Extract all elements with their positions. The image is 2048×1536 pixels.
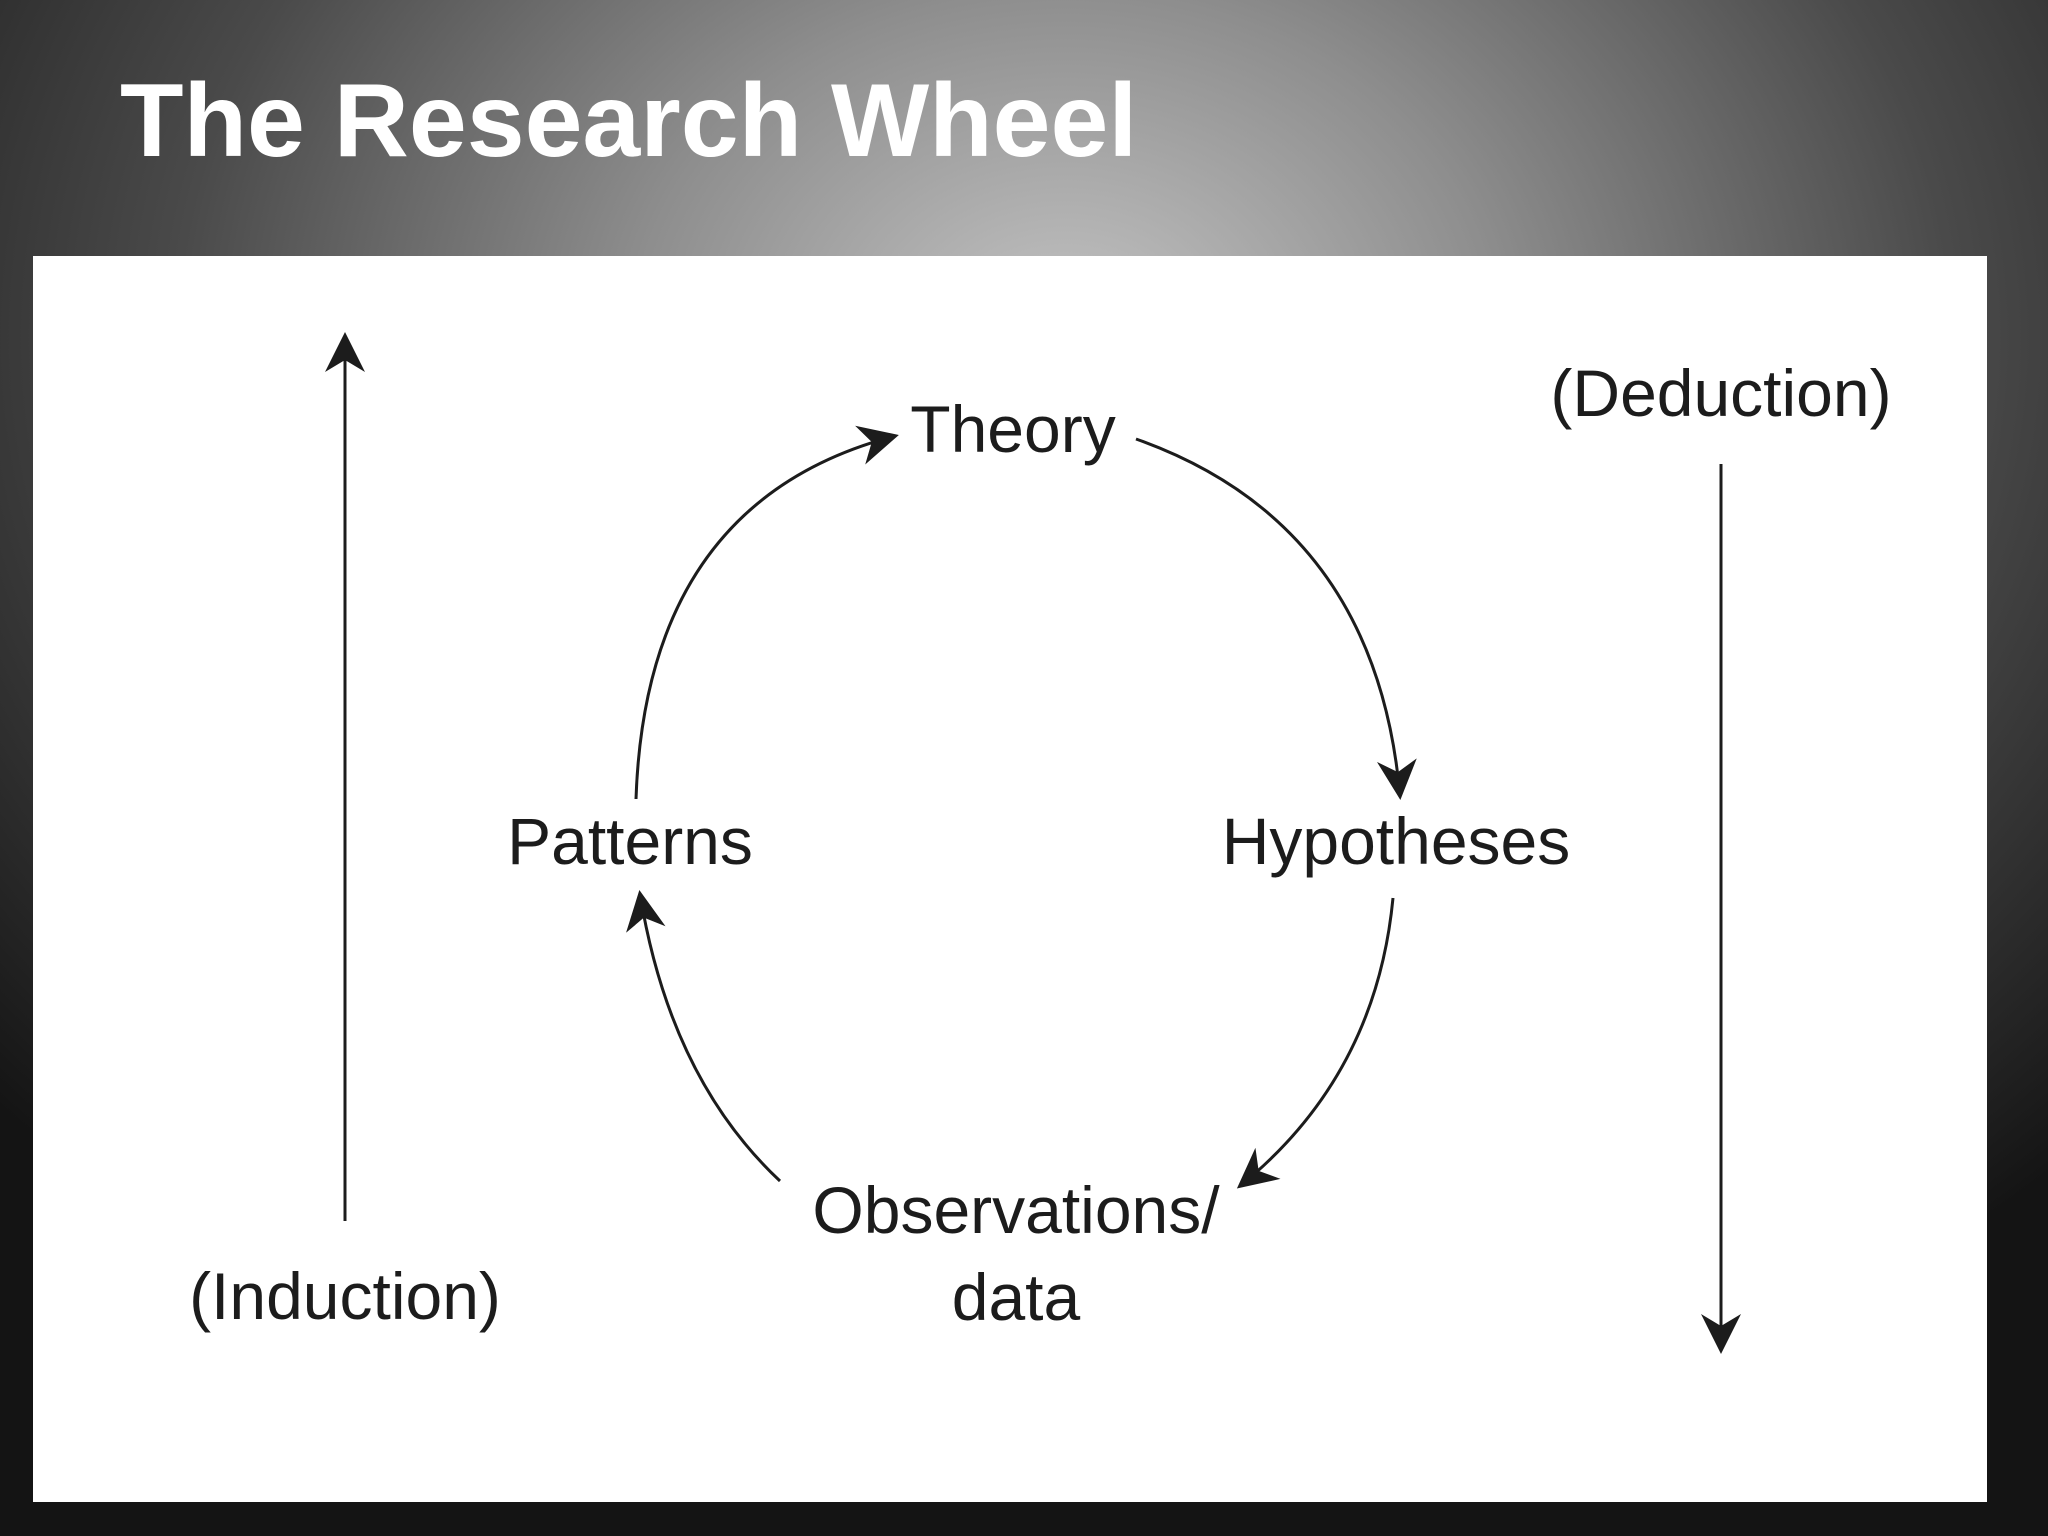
hypotheses-to-observations-arrow — [1236, 897, 1395, 1189]
node-observations-line2: data — [952, 1260, 1081, 1334]
deduction-label: (Deduction) — [1550, 356, 1891, 430]
induction-label: (Induction) — [189, 1259, 501, 1333]
observations-to-patterns-arrow — [626, 890, 782, 1183]
research-wheel-diagram: Theory Hypotheses Observations/ data Pat… — [189, 332, 1892, 1354]
node-theory: Theory — [910, 392, 1115, 466]
node-observations-line1: Observations/ — [812, 1173, 1220, 1247]
patterns-to-theory-arrow — [634, 425, 899, 800]
slide-title: The Research Wheel — [120, 63, 1138, 179]
node-hypotheses: Hypotheses — [1222, 804, 1571, 878]
research-wheel-figure: Theory Hypotheses Observations/ data Pat… — [33, 256, 1987, 1502]
theory-to-hypotheses-arrow — [1135, 437, 1417, 800]
node-patterns: Patterns — [507, 804, 753, 878]
